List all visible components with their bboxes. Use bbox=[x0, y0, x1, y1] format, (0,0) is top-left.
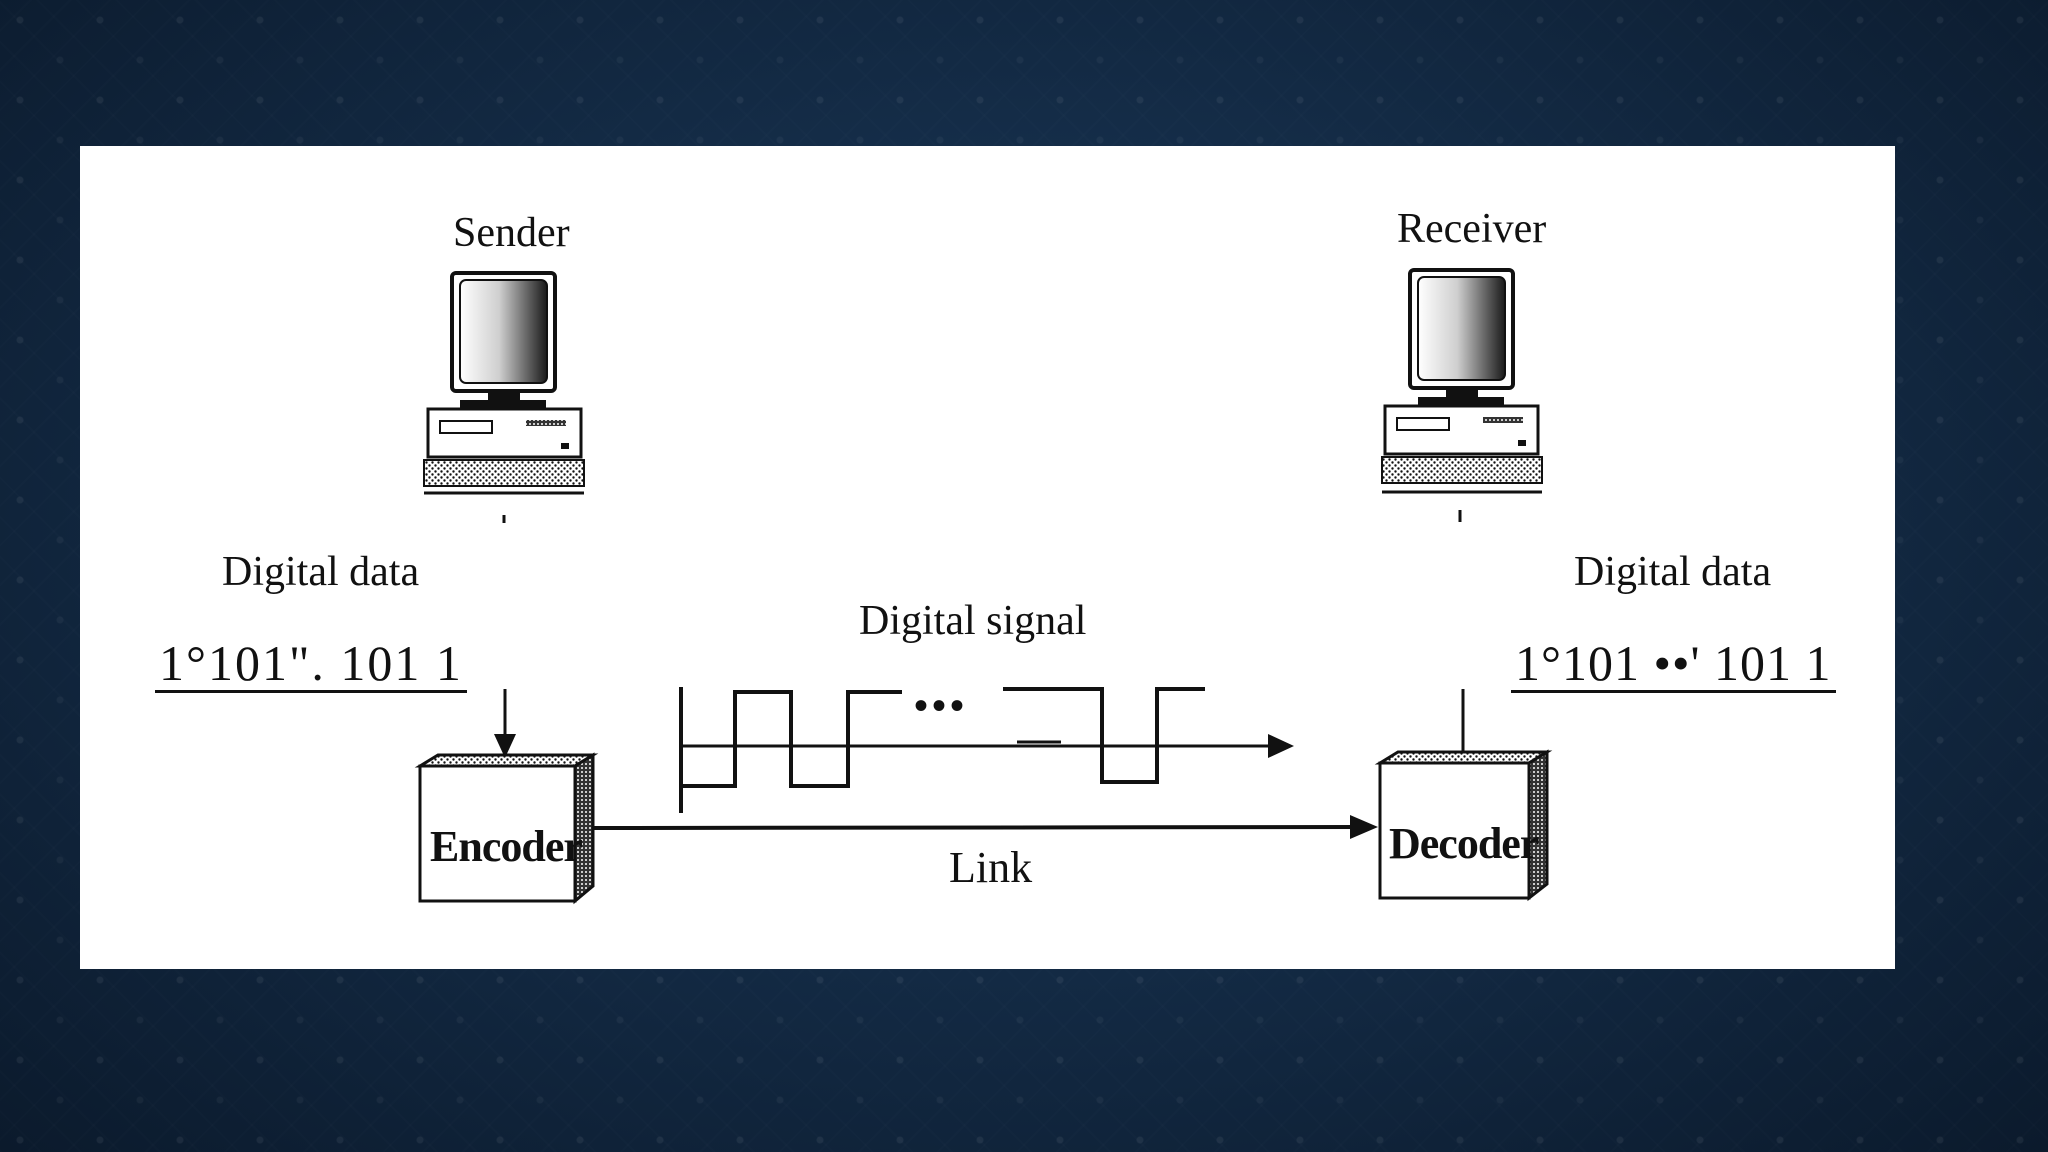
decoder-box bbox=[1374, 749, 1553, 902]
transmission-diagram bbox=[414, 268, 1553, 905]
signal-ellipsis: ••• bbox=[914, 683, 969, 728]
digital-signal-waveform bbox=[679, 687, 1294, 813]
receiver-label: Receiver bbox=[1397, 206, 1547, 252]
input-arrow bbox=[494, 689, 516, 758]
link-arrow bbox=[592, 815, 1378, 839]
link-label: Link bbox=[949, 843, 1033, 892]
digital-signal-label: Digital signal bbox=[859, 598, 1087, 644]
encoder-label: Encoder bbox=[430, 822, 583, 871]
left-digital-data-label: Digital data bbox=[222, 549, 420, 595]
sender-computer-icon bbox=[423, 271, 585, 523]
sender-label: Sender bbox=[453, 210, 570, 256]
decoder-label: Decoder bbox=[1389, 819, 1539, 868]
receiver-computer-icon bbox=[1381, 268, 1543, 522]
diagram-panel: Sender Receiver Digital data Digital dat… bbox=[80, 146, 1895, 969]
encoder-box bbox=[414, 752, 599, 905]
right-bit-stream: 1°101 ••' 101 1 bbox=[1511, 638, 1836, 693]
left-bit-stream: 1°101". 101 1 bbox=[155, 638, 467, 693]
right-digital-data-label: Digital data bbox=[1574, 549, 1772, 595]
